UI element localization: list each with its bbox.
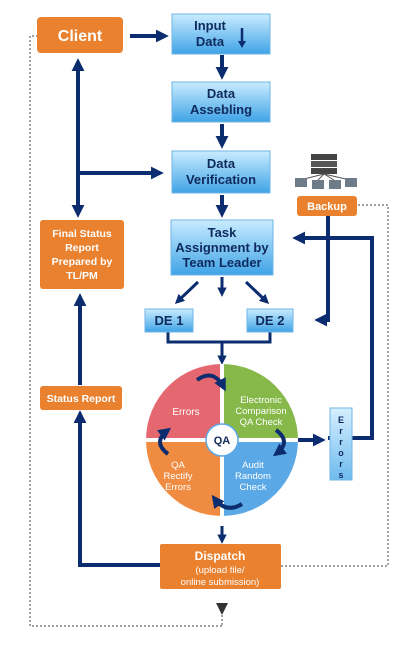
server-icon <box>295 154 357 189</box>
errors-char-6: s <box>338 470 343 480</box>
down-arrowhead-icon <box>238 41 246 48</box>
errors-char-3: r <box>339 437 343 447</box>
verification-line2: Verification <box>186 172 256 187</box>
errors-char-2: r <box>339 426 343 436</box>
audit-line3: Check <box>240 482 267 493</box>
data-assembling-box: Data Assebling <box>171 81 271 123</box>
assembling-line1: Data <box>207 86 236 101</box>
arrow-task-to-de1 <box>174 280 200 304</box>
dotted-loop-left <box>29 35 222 627</box>
quadrant-audit <box>222 440 298 516</box>
final-status-line1: Final Status <box>52 228 112 240</box>
errors-char-4: o <box>338 448 344 458</box>
task-assignment-box: Task Assignment by Team Leader <box>170 219 274 276</box>
dispatch-line2: online submission) <box>181 577 260 588</box>
dispatch-title: Dispatch <box>195 549 246 563</box>
dotted-loop-right <box>281 204 389 567</box>
errors-char-1: E <box>338 415 344 425</box>
rectify-line1: QA <box>171 460 185 471</box>
cycle-arrow-bottom <box>211 494 244 510</box>
verification-line1: Data <box>207 156 236 171</box>
input-data-box: Input Data <box>171 13 271 55</box>
final-status-line2: Report <box>65 242 99 254</box>
cycle-arrow-left <box>156 427 172 456</box>
final-status-box: Final Status Report Prepared by TL/PM <box>40 220 124 289</box>
rectify-line3: Errors <box>165 482 191 493</box>
arrow-dispatch-to-status <box>73 410 160 567</box>
data-verification-box: Data Verification <box>171 150 271 194</box>
qa-center <box>205 423 239 457</box>
electronic-line2: Comparison <box>235 406 286 417</box>
status-report-label: Status Report <box>47 393 116 405</box>
errors-box: E r r o r s <box>329 407 353 481</box>
qa-cycle: Errors Electronic Comparison QA Check Au… <box>146 364 298 516</box>
backup-box: Backup <box>297 196 357 216</box>
audit-line1: Audit <box>242 460 264 471</box>
de1-label: DE 1 <box>155 313 184 328</box>
errors-char-5: r <box>339 459 343 469</box>
dispatch-box: Dispatch (upload file/ online submission… <box>160 544 281 589</box>
dispatch-up-arrowhead <box>216 603 228 615</box>
input-data-line2: Data <box>196 34 225 49</box>
assembling-line2: Assebling <box>190 102 252 117</box>
task-line3: Team Leader <box>182 255 261 270</box>
arrow-backup-to-de2 <box>314 216 330 327</box>
task-line1: Task <box>208 225 237 240</box>
de1-box: DE 1 <box>144 308 194 333</box>
dispatch-line1: (upload file/ <box>195 565 244 576</box>
client-box: Client <box>37 17 123 53</box>
de-join-bracket <box>166 331 272 344</box>
input-data-line1: Input <box>194 18 226 33</box>
quadrant-errors-label: Errors <box>172 407 199 418</box>
cycle-arrow-top <box>195 373 226 392</box>
de2-label: DE 2 <box>256 313 285 328</box>
status-report-box: Status Report <box>40 386 122 410</box>
final-status-line4: TL/PM <box>66 270 98 282</box>
quadrant-electronic <box>222 364 298 440</box>
audit-line2: Random <box>235 471 271 482</box>
final-status-line3: Prepared by <box>52 256 113 268</box>
qa-label: QA <box>214 435 231 447</box>
de2-box: DE 2 <box>246 308 294 333</box>
backup-label: Backup <box>307 201 347 213</box>
cycle-arrow-right <box>272 428 288 457</box>
arrow-task-to-de2 <box>244 280 270 304</box>
client-label: Client <box>58 28 103 45</box>
electronic-line3: QA Check <box>240 417 283 428</box>
quadrant-errors <box>146 364 222 440</box>
quadrant-rectify <box>146 440 222 516</box>
rectify-line2: Rectify <box>163 471 192 482</box>
electronic-line1: Electronic <box>240 395 282 406</box>
task-line2: Assignment by <box>175 240 269 255</box>
